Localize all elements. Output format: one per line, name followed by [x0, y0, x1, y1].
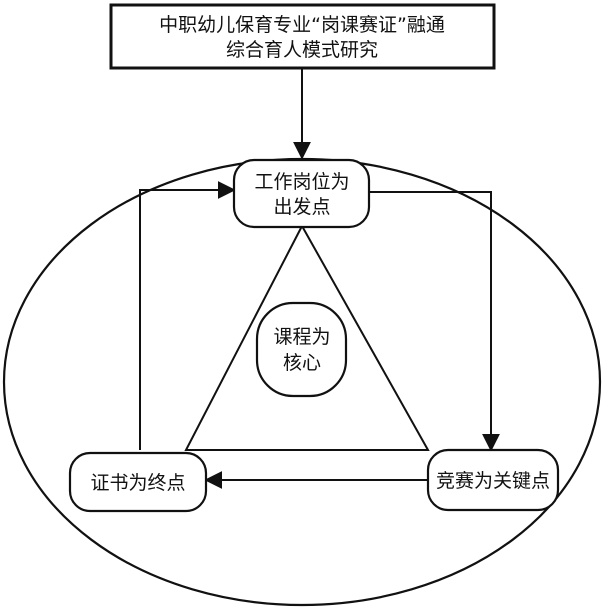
arrow-certificate-to-job: [139, 181, 236, 450]
node-job-line-2: 出发点: [273, 196, 330, 218]
node-competition: [426, 448, 560, 512]
node-certificate: [68, 451, 208, 513]
title-line-2: 综合育人模式研究: [226, 39, 378, 61]
node-course-line-2: 核心: [283, 352, 321, 374]
node-course: [255, 301, 348, 398]
node-course-line-1: 课程为: [273, 326, 330, 348]
node-competition-label: 竞赛为关键点: [436, 470, 550, 492]
arrow-job-to-competition: [369, 191, 500, 452]
course-triangle: [184, 223, 430, 451]
node-job-line-1: 工作岗位为: [254, 171, 349, 193]
title-line-1: 中职幼儿保育专业“岗课赛证”融通: [159, 14, 445, 36]
node-certificate-label: 证书为终点: [90, 472, 185, 494]
node-job-position: [232, 158, 371, 229]
